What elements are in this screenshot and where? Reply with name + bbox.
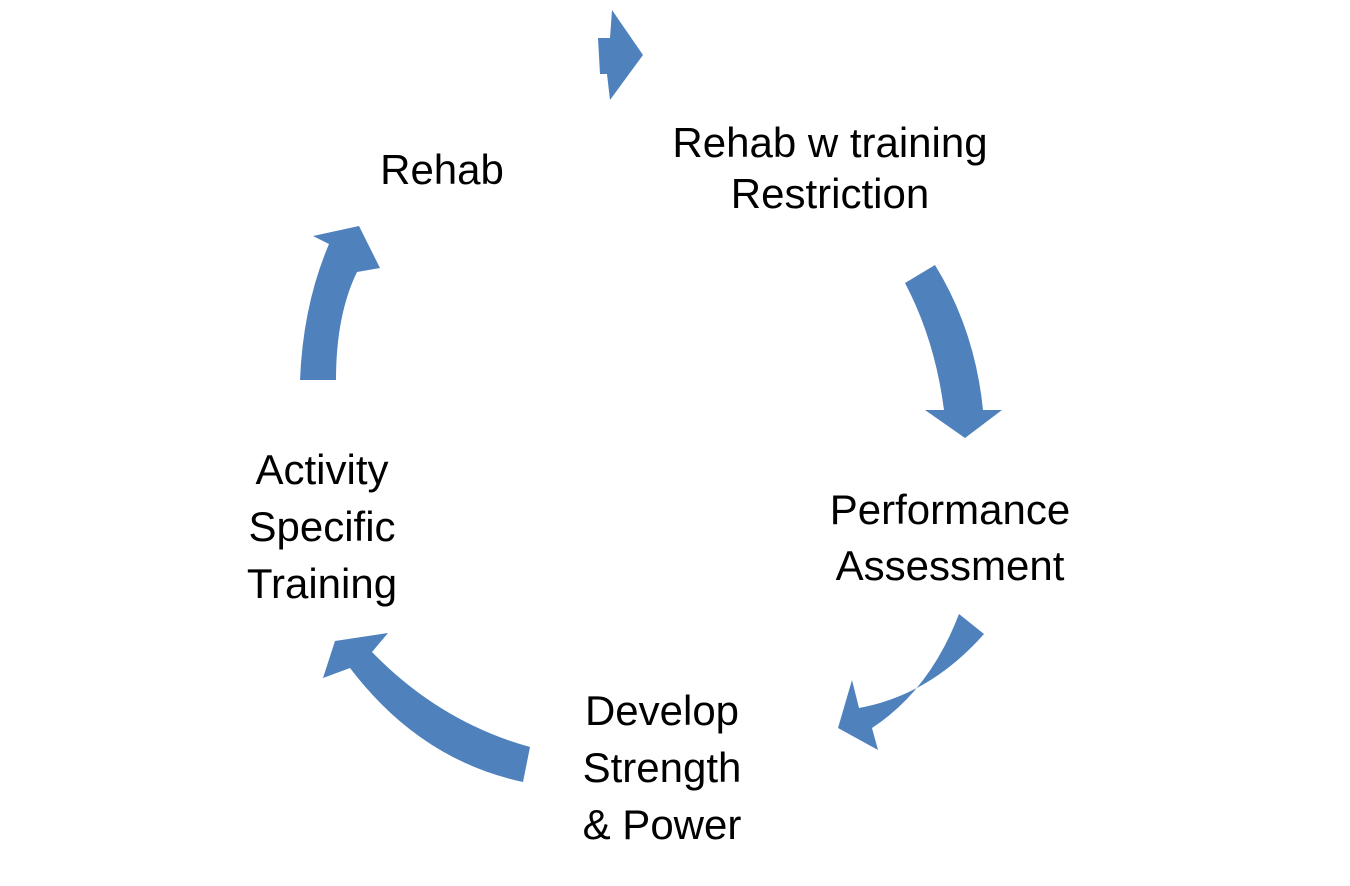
node-performance-assessment: Performance Assessment [760, 482, 1140, 594]
node-rehab: Rehab [342, 142, 542, 198]
node-performance-line-1: Performance [829, 486, 1071, 533]
node-develop-line-3: & Power [582, 801, 742, 848]
node-develop-line-1: Develop [584, 687, 740, 734]
node-develop-line-2: Strength [582, 744, 742, 791]
node-activity-line-1: Activity [255, 446, 389, 493]
arrow-activity-to-rehab-icon [300, 226, 380, 380]
arrow-develop-to-activity-icon [323, 633, 530, 782]
arrow-restriction-to-performance-icon [905, 265, 1002, 438]
arrow-performance-to-develop-icon [838, 614, 984, 750]
node-activity-line-3: Training [246, 560, 398, 607]
node-rehab-restriction-line-1: Rehab w training [672, 119, 988, 166]
node-develop-strength-power: Develop Strength & Power [522, 682, 802, 853]
node-activity-specific-training: Activity Specific Training [192, 441, 452, 612]
node-performance-line-2: Assessment [835, 542, 1065, 589]
node-rehab-line-1: Rehab [380, 146, 504, 193]
node-activity-line-2: Specific [248, 503, 396, 550]
arrow-rehab-to-restriction-icon [598, 10, 643, 100]
node-rehab-w-training-restriction: Rehab w training Restriction [630, 117, 1030, 219]
node-rehab-restriction-line-2: Restriction [730, 170, 930, 217]
